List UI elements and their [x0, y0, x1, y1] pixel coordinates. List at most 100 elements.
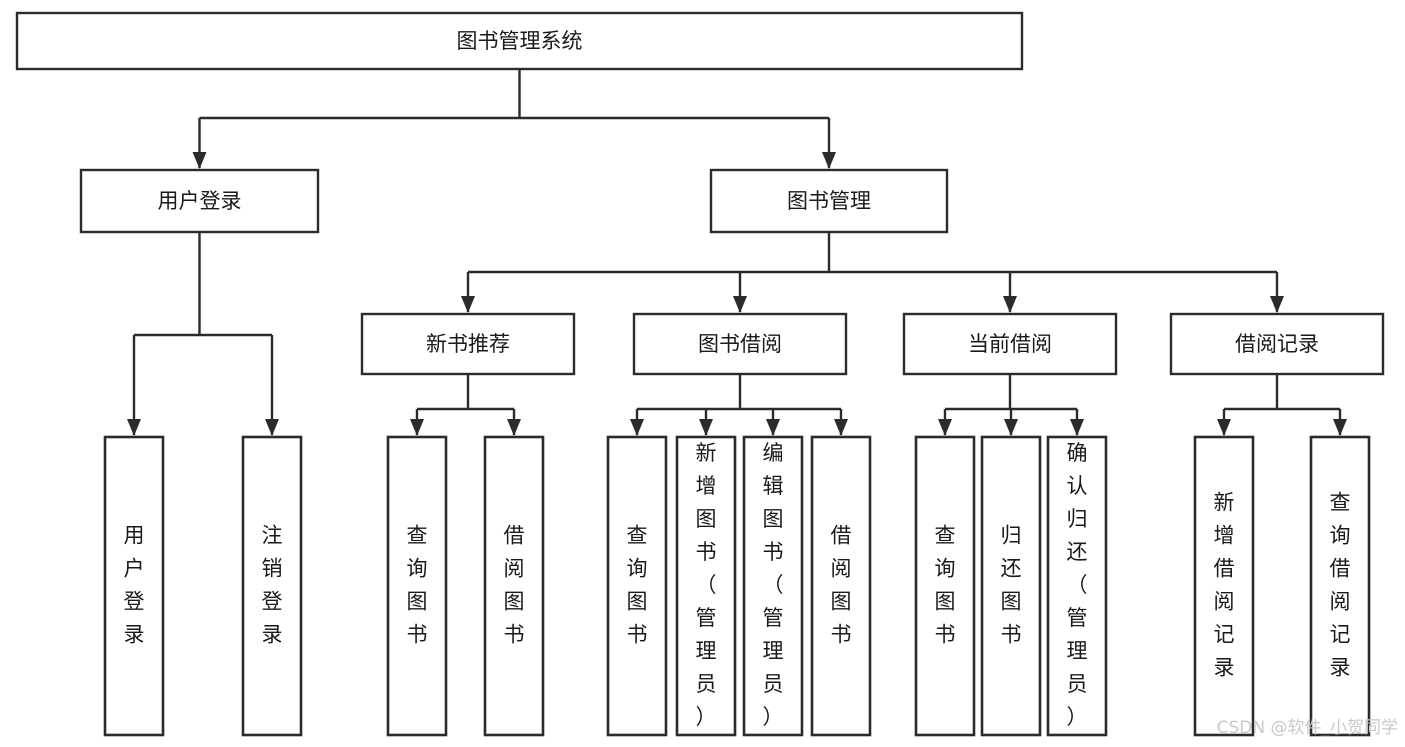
- node-label-char: 查: [407, 524, 428, 548]
- node-box: [980, 435, 1042, 737]
- node-user-login[interactable]: 用户登录: [79, 168, 320, 234]
- node-label-char: 借: [1330, 557, 1351, 581]
- node-label-char: （: [696, 573, 717, 597]
- node-label-char: 书: [935, 623, 956, 647]
- node-label-char: 归: [1001, 524, 1022, 548]
- node-label-char: 登: [124, 590, 145, 614]
- node-label: 图书管理系统: [457, 29, 583, 53]
- node-label-char: 查: [627, 524, 648, 548]
- node-box: [914, 435, 976, 737]
- node-label-char: 编: [763, 441, 784, 465]
- node-box: [1193, 435, 1255, 737]
- node-current-borrow[interactable]: 当前借阅: [902, 312, 1118, 376]
- node-label-char: 登: [262, 590, 283, 614]
- arrow-head-icon: [630, 419, 644, 436]
- node-new-book-recommend[interactable]: 新书推荐: [360, 312, 576, 376]
- node-box: [386, 435, 448, 737]
- node-book-borrow[interactable]: 图书借阅: [632, 312, 848, 376]
- arrow-head-icon: [1070, 419, 1084, 436]
- node-label: 新书推荐: [426, 332, 510, 356]
- node-box: [103, 435, 165, 737]
- node-label-char: 新: [1214, 491, 1235, 515]
- node-box: [675, 435, 737, 737]
- arrow-head-icon: [410, 419, 424, 436]
- node-label-char: 书: [763, 540, 784, 564]
- node-box: [360, 312, 576, 376]
- node-label-char: 图: [1001, 590, 1022, 614]
- node-label-char: ）: [763, 705, 784, 729]
- node-label: 图书借阅: [698, 332, 782, 356]
- node-label-char: 图: [504, 590, 525, 614]
- arrow-head-icon: [733, 296, 747, 313]
- node-label-char: 查: [1330, 491, 1351, 515]
- arrow-head-icon: [1003, 296, 1017, 313]
- arrow-head-icon: [938, 419, 952, 436]
- node-label-char: 理: [763, 639, 784, 663]
- node-box: [902, 312, 1118, 376]
- node-root[interactable]: 图书管理系统: [15, 11, 1024, 71]
- node-box: [79, 168, 320, 234]
- node-label-char: 认: [1067, 474, 1088, 498]
- arrow-head-icon: [766, 419, 780, 436]
- node-label: 当前借阅: [968, 332, 1052, 356]
- node-label-char: 阅: [1330, 590, 1351, 614]
- node-box: [742, 435, 804, 737]
- node-label-char: 用: [124, 524, 145, 548]
- node-label-char: 查: [935, 524, 956, 548]
- node-label-char: （: [1067, 573, 1088, 597]
- node-label-char: 新: [696, 441, 717, 465]
- node-label-char: 管: [1067, 606, 1088, 630]
- node-label-char: 管: [763, 606, 784, 630]
- node-box: [709, 168, 949, 234]
- node-label-char: 阅: [831, 557, 852, 581]
- node-label-char: 还: [1067, 540, 1088, 564]
- arrow-head-icon: [1333, 419, 1347, 436]
- node-label-char: 书: [407, 623, 428, 647]
- node-box: [606, 435, 668, 737]
- arrow-head-icon: [1004, 419, 1018, 436]
- node-label-char: 图: [627, 590, 648, 614]
- node-book-management[interactable]: 图书管理: [709, 168, 949, 234]
- node-label-char: 还: [1001, 557, 1022, 581]
- node-label-char: 管: [696, 606, 717, 630]
- node-label-char: 增: [1214, 524, 1235, 548]
- node-label-char: 书: [831, 623, 852, 647]
- node-leaf-user-login[interactable]: 用户登录: [103, 435, 165, 737]
- node-label-char: 图: [831, 590, 852, 614]
- arrow-head-icon: [507, 419, 521, 436]
- node-label-char: 询: [1330, 524, 1351, 548]
- arrow-head-icon: [461, 296, 475, 313]
- node-label-char: 询: [935, 557, 956, 581]
- node-label-char: 书: [627, 623, 648, 647]
- node-label-char: 询: [407, 557, 428, 581]
- node-label: 用户登录: [158, 189, 242, 213]
- node-label-char: 录: [124, 623, 145, 647]
- node-box: [241, 435, 303, 737]
- node-label-char: 借: [1214, 557, 1235, 581]
- node-box: [1169, 312, 1385, 376]
- node-box: [483, 435, 545, 737]
- node-label-char: 询: [627, 557, 648, 581]
- arrow-head-icon: [192, 152, 207, 169]
- node-label-char: 增: [696, 474, 717, 498]
- node-label-char: 借: [831, 524, 852, 548]
- connector-layer: [127, 69, 1347, 436]
- node-box: [15, 11, 1024, 71]
- node-label: 借阅记录: [1235, 332, 1319, 356]
- node-borrow-record[interactable]: 借阅记录: [1169, 312, 1385, 376]
- node-label-char: 图: [696, 507, 717, 531]
